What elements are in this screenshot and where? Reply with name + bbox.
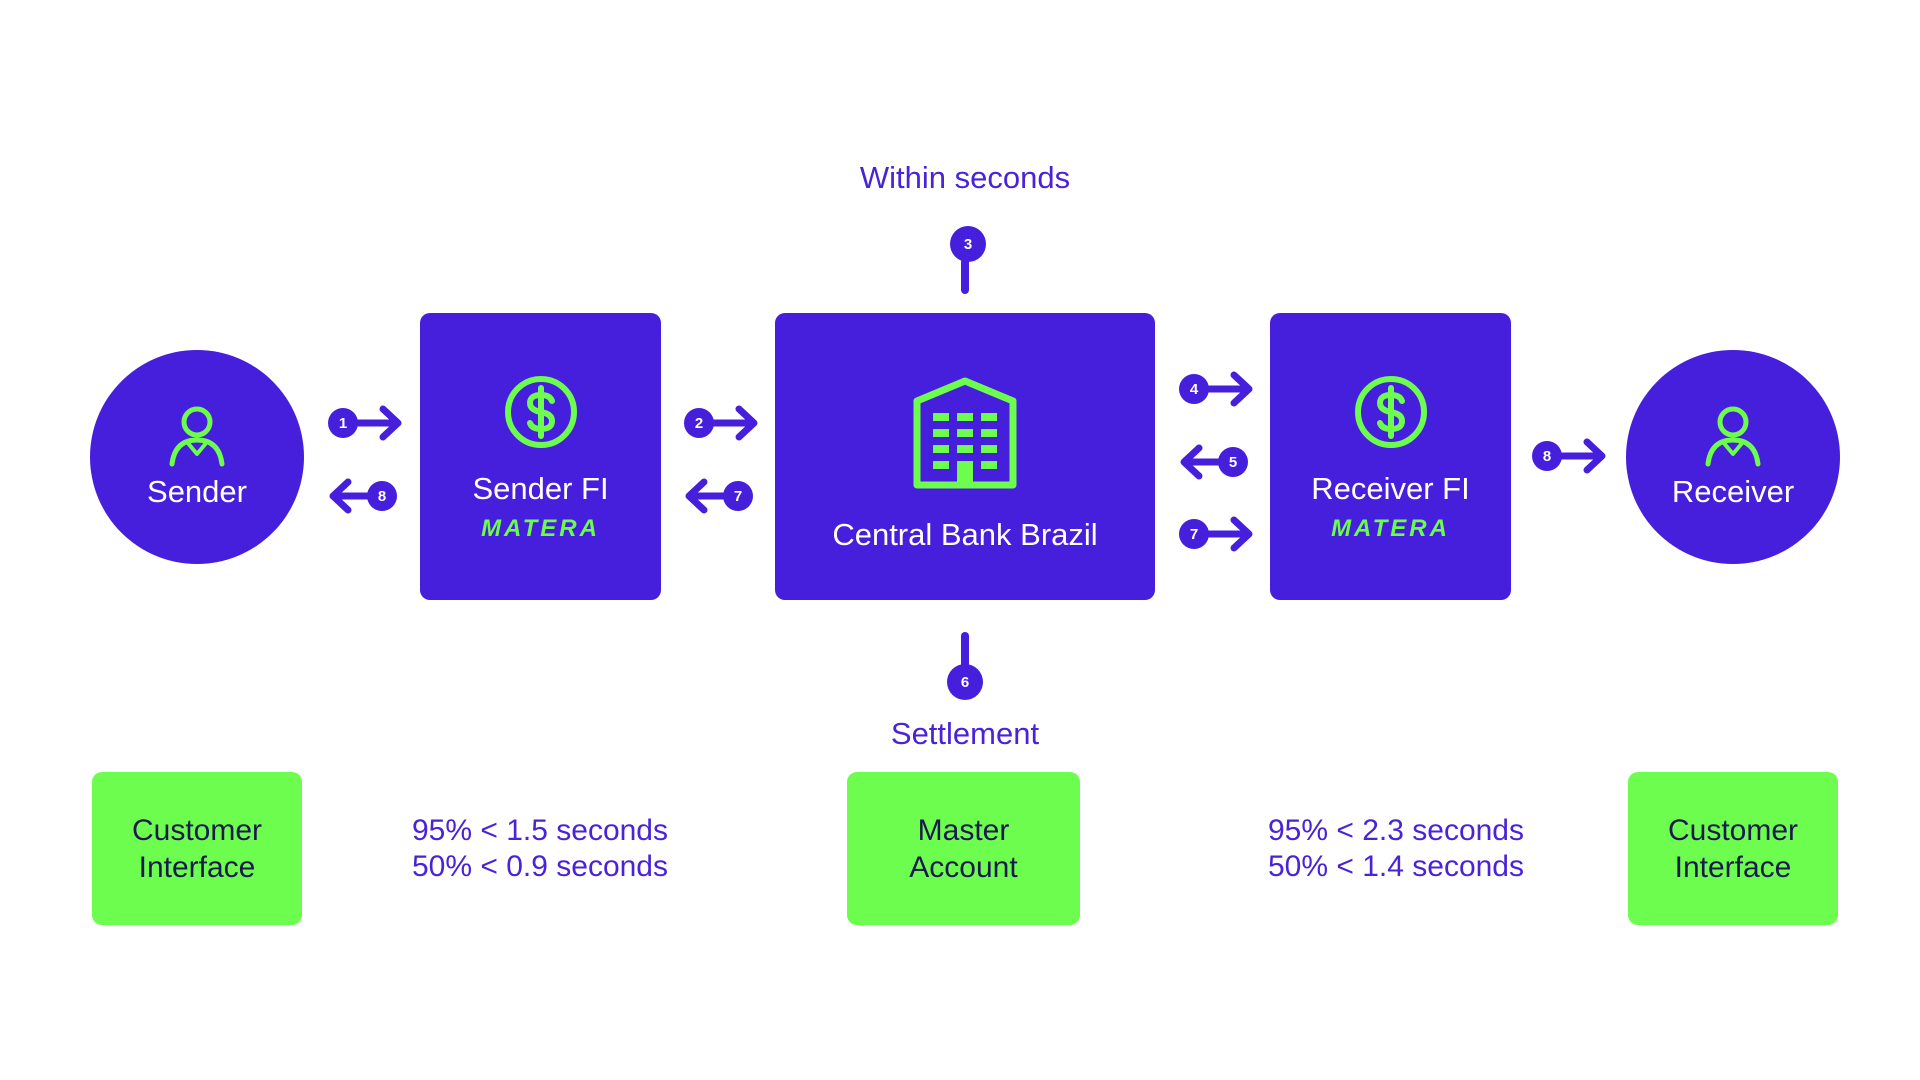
right-customer-interface-line1: Customer (1667, 813, 1799, 847)
sender-label: Sender (147, 474, 247, 509)
step-7-arrow-right (1202, 516, 1253, 552)
step-4-arrow-right (1202, 371, 1253, 407)
step-3-badge: 3 (950, 226, 986, 262)
step-8-badge-left: 8 (367, 481, 397, 511)
sender-node: Sender (90, 350, 304, 564)
master-account-line2: Account (909, 850, 1018, 884)
sender-fi-label: Sender FI (472, 471, 609, 506)
step-3-connector (961, 258, 969, 294)
left-customer-interface-line1: Customer (131, 813, 263, 847)
dollar-coin-icon (504, 376, 577, 448)
left-customer-interface-line2: Interface (138, 850, 256, 884)
sender-latency-50: 50% < 0.9 seconds (411, 850, 668, 883)
receiver-latency-stats: 95% < 2.3 seconds 50% < 1.4 seconds (1236, 813, 1556, 885)
right-customer-interface-box: Customer Interface (1628, 772, 1838, 925)
central-bank-label: Central Bank Brazil (832, 517, 1098, 552)
building-icon (913, 377, 1017, 489)
right-customer-interface-line2: Interface (1674, 850, 1792, 884)
step-5-badge: 5 (1218, 447, 1248, 477)
step-7-badge-left: 7 (723, 481, 753, 511)
receiver-latency-95: 95% < 2.3 seconds (1267, 814, 1524, 847)
person-icon (1705, 406, 1761, 467)
step-6-connector (961, 632, 969, 668)
receiver-latency-50: 50% < 1.4 seconds (1267, 850, 1524, 883)
receiver-fi-node: Receiver FI MATERA (1270, 313, 1511, 600)
master-account-box: Master Account (847, 772, 1080, 925)
receiver-fi-matera-logo: MATERA (1331, 515, 1450, 542)
dollar-coin-icon (1354, 376, 1427, 448)
central-bank-node: Central Bank Brazil (775, 313, 1155, 600)
master-account-line1: Master (917, 813, 1010, 847)
receiver-node: Receiver (1626, 350, 1840, 564)
within-seconds-caption: Within seconds (859, 160, 1071, 195)
step-1-arrow-right (351, 405, 402, 441)
sender-fi-matera-logo: MATERA (481, 515, 600, 542)
receiver-label: Receiver (1671, 474, 1795, 509)
settlement-caption: Settlement (890, 716, 1040, 751)
step-8-arrow-right (1555, 438, 1606, 474)
step-2-arrow-right (707, 405, 758, 441)
sender-fi-node: Sender FI MATERA (420, 313, 661, 600)
person-icon (169, 406, 225, 467)
receiver-fi-label: Receiver FI (1311, 471, 1470, 506)
sender-latency-stats: 95% < 1.5 seconds 50% < 0.9 seconds (380, 813, 700, 885)
step-6-badge: 6 (947, 664, 983, 700)
sender-latency-95: 95% < 1.5 seconds (411, 814, 668, 847)
left-customer-interface-box: Customer Interface (92, 772, 302, 925)
